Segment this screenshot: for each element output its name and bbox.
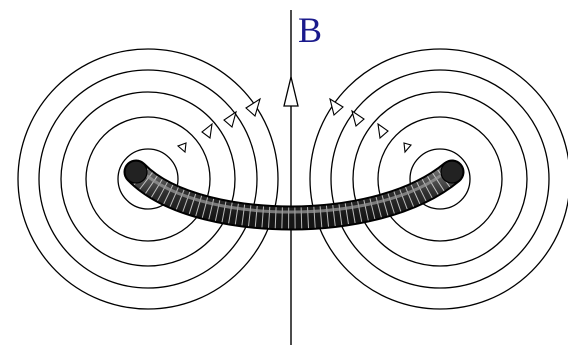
tube-fill [125,161,463,229]
right-field-loop-2 [377,116,503,242]
right-field-loops [309,48,568,310]
left-loop-arrow-icon-3 [223,110,237,128]
right-loop-arrow-icon-2 [377,122,389,140]
right-loop-arrow-icon-1 [403,142,412,154]
right-field-loop-1 [409,148,471,210]
left-direction-arrows [176,97,261,154]
right-loop-arrow-icon-4 [329,97,344,117]
right-field-loop-5 [309,48,568,310]
right-direction-arrows [329,97,412,154]
left-loop-arrow-icon-4 [245,97,261,117]
left-tube-end [124,160,148,184]
right-field-loop-4 [330,69,550,289]
left-field-loop-4 [38,69,258,289]
left-loop-arrow-icon-2 [201,122,213,139]
tube-highlight [138,168,449,214]
right-loop-arrow-icon-3 [351,109,365,127]
left-field-loops [17,48,279,310]
field-label: B [298,10,323,50]
left-field-loop-2 [85,116,211,242]
current-tube [123,159,465,231]
axis-arrow-icon [283,76,299,107]
left-field-loop-1 [117,148,179,210]
right-tube-end [440,160,464,184]
left-field-loop-3 [60,91,236,267]
left-loop-arrow-icon-1 [176,142,187,154]
left-field-loop-5 [17,48,279,310]
right-field-loop-3 [352,91,528,267]
